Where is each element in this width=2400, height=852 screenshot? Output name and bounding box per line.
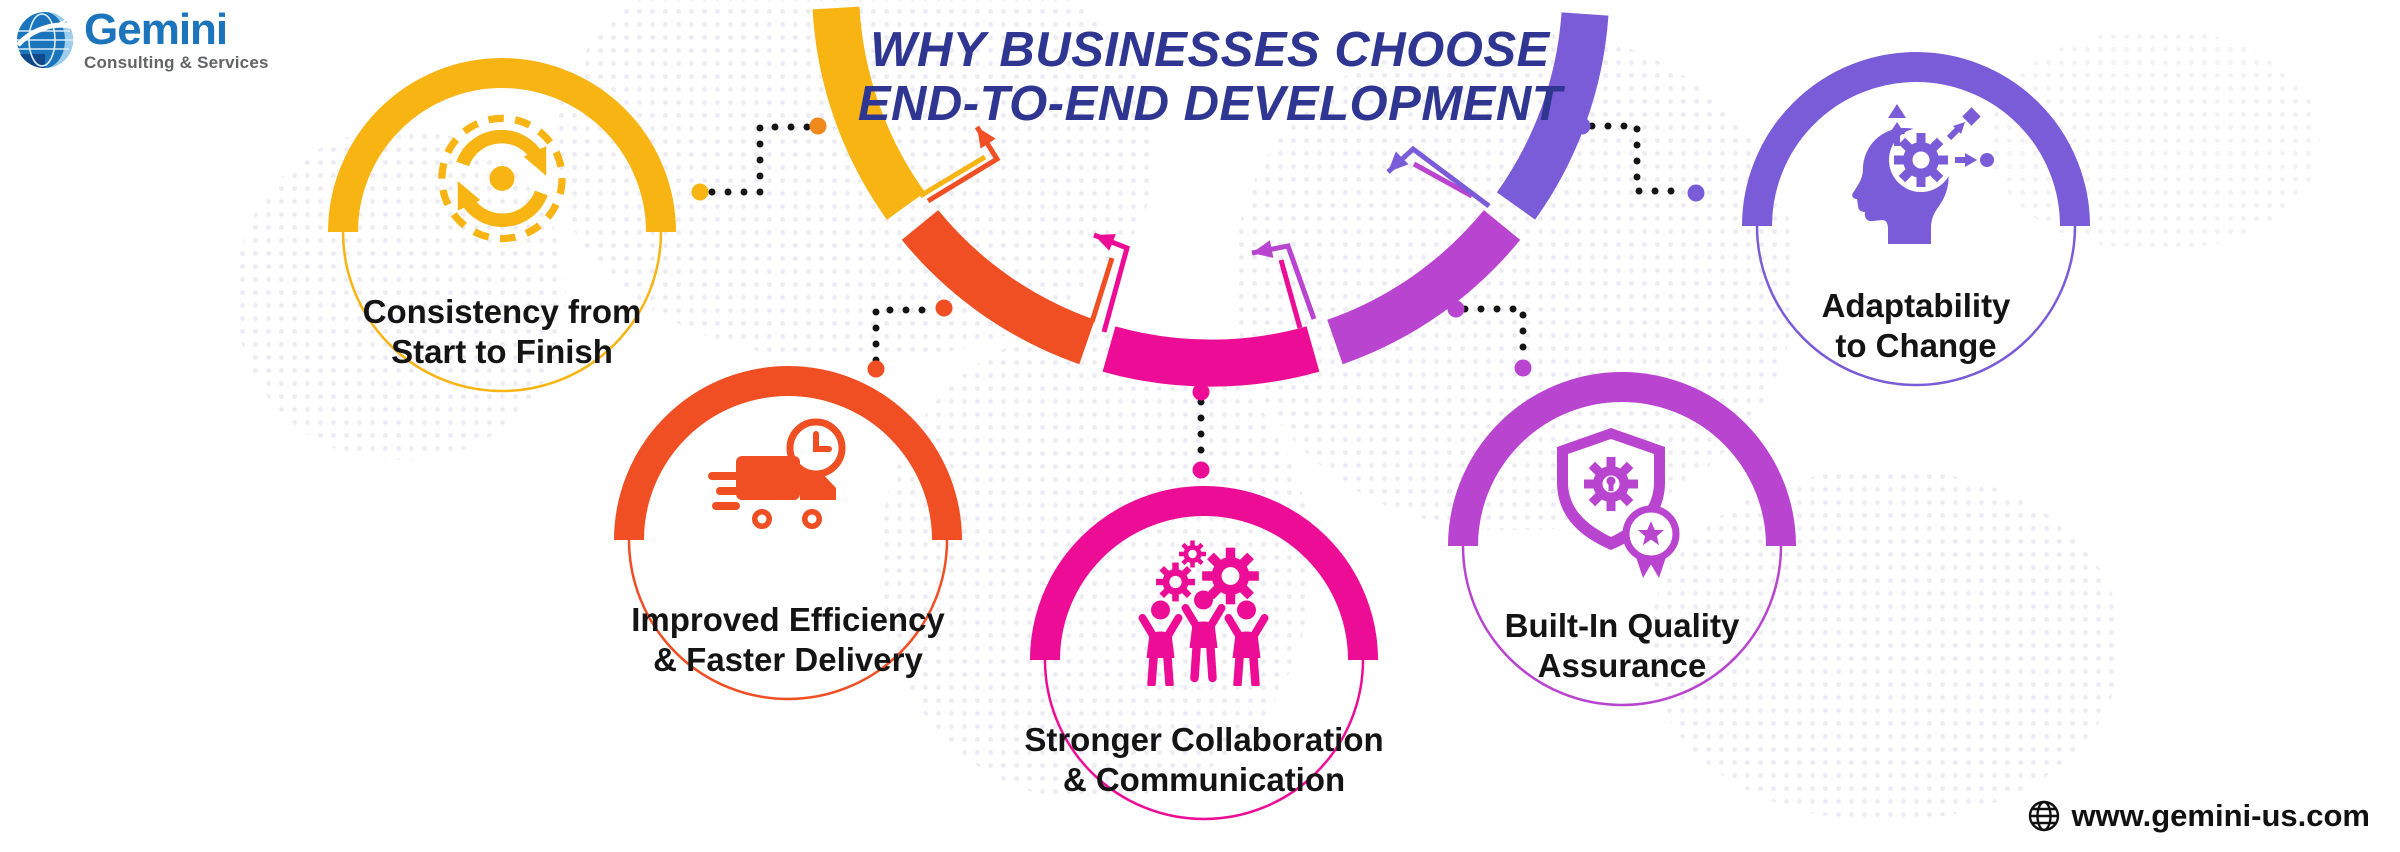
item-circle xyxy=(1448,372,1796,707)
team-holding-gears-icon xyxy=(1138,536,1269,686)
item-circle xyxy=(1742,52,2090,387)
brand-name: Gemini xyxy=(84,5,228,54)
arc-segment-adaptability xyxy=(1496,12,1609,220)
arc-arrow-3 xyxy=(1251,240,1317,329)
connector-adaptability xyxy=(1588,122,1691,195)
arc-segment-efficiency xyxy=(901,209,1096,365)
page-title: WHY BUSINESSES CHOOSE END-TO-END DEVELOP… xyxy=(828,23,1592,132)
brand-tagline: Consulting & Services xyxy=(84,53,269,72)
map-dots-patch xyxy=(1650,470,2120,820)
globe-outline-icon xyxy=(2029,800,2060,832)
title-line-2: END-TO-END DEVELOPMENT xyxy=(857,76,1563,131)
item-circle xyxy=(1030,486,1378,821)
sync-arrows-icon xyxy=(438,114,566,243)
title-line-1: WHY BUSINESSES CHOOSE xyxy=(870,23,1550,77)
arc-arrow-2 xyxy=(1089,232,1131,333)
website-footer: www.gemini-us.com xyxy=(2027,798,2370,834)
shield-gear-award-icon xyxy=(1557,428,1680,578)
arc-segment-collaboration xyxy=(1102,326,1320,387)
connector-efficiency xyxy=(872,306,938,364)
mind-gear-adapt-icon xyxy=(1852,104,1994,244)
item-circle xyxy=(614,366,962,701)
connector-end-dots xyxy=(691,117,1705,479)
arc-segment-consistency xyxy=(812,6,926,220)
arc-arrow-1 xyxy=(918,125,1001,204)
website-url: www.gemini-us.com xyxy=(2071,798,2370,833)
arc-arrow-4 xyxy=(1386,145,1491,208)
globe-logo-icon xyxy=(16,11,74,68)
connector-consistency xyxy=(708,123,812,196)
item-circle xyxy=(328,58,676,393)
fast-delivery-truck-icon xyxy=(708,418,846,533)
item-efficiency: Improved Efficiency& Faster Delivery xyxy=(608,360,968,720)
connector-quality xyxy=(1461,305,1527,364)
arc-segment-quality xyxy=(1326,209,1521,365)
item-label: Improved Efficiency& Faster Delivery xyxy=(631,601,945,679)
item-collaboration: Stronger Collaboration& Communication xyxy=(1024,480,1384,840)
person-figure xyxy=(1138,590,1269,686)
brand-logo: Gemini Consulting & Services xyxy=(14,8,269,71)
item-label: Stronger Collaboration& Communication xyxy=(1024,721,1384,799)
